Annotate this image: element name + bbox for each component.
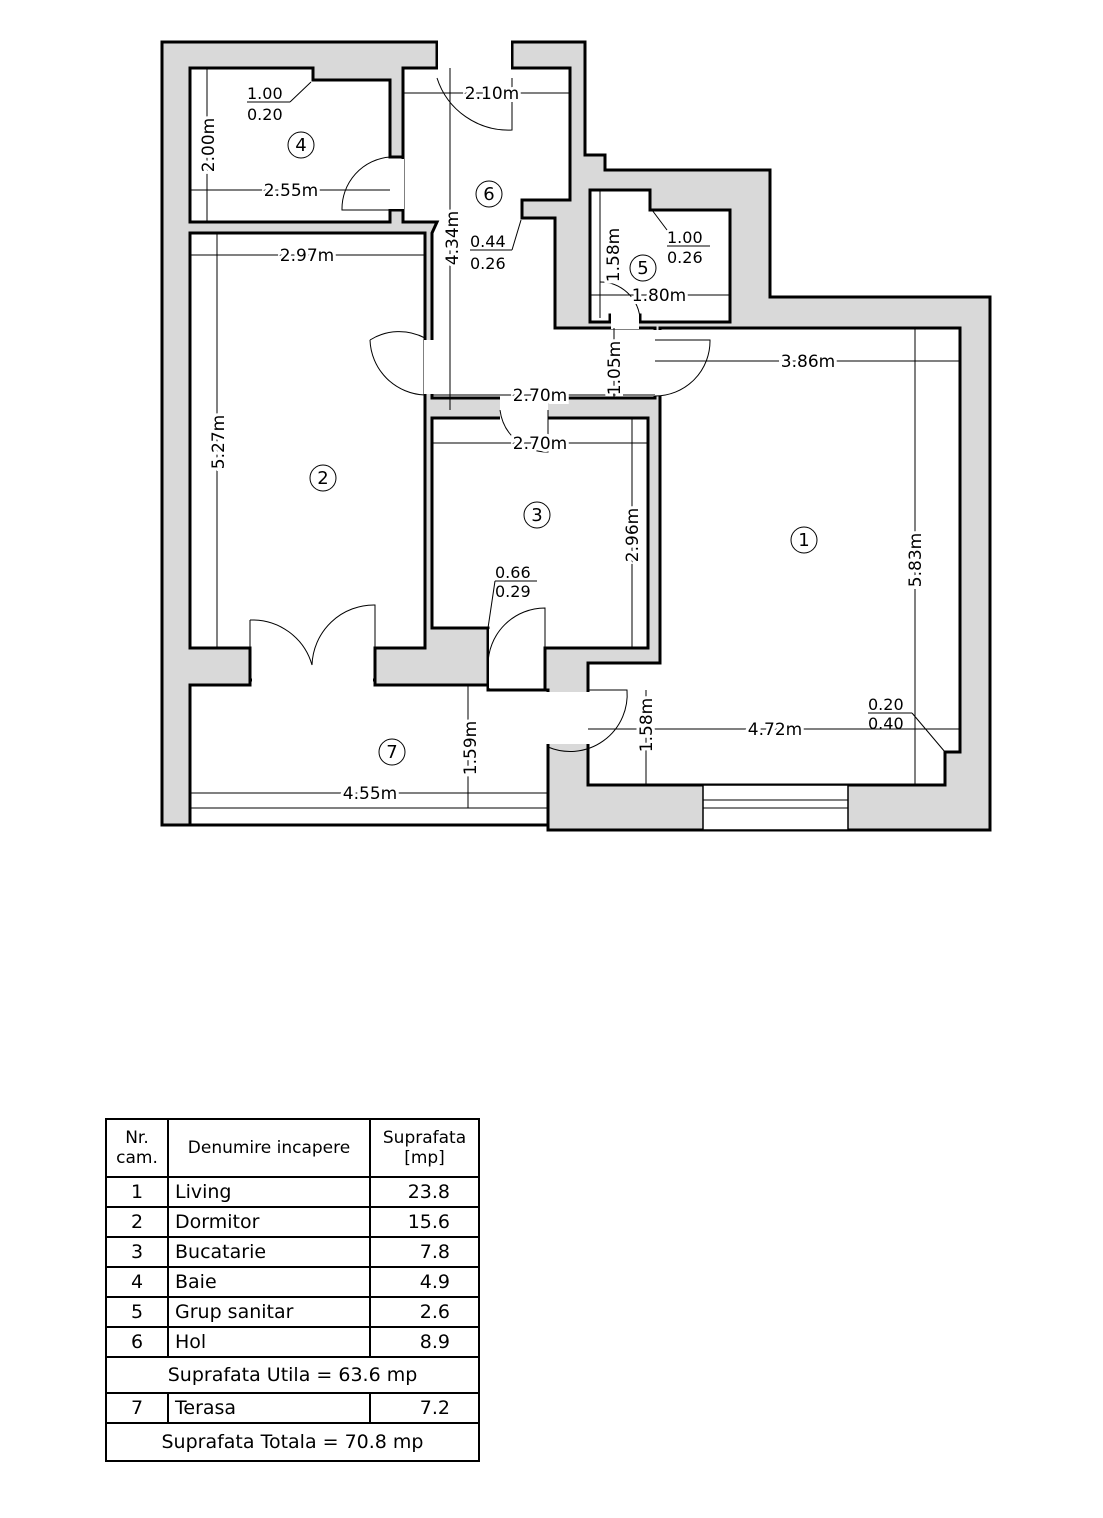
cell-area: 7.8 <box>369 1236 480 1268</box>
door-swings <box>249 77 711 752</box>
svg-text:1.00: 1.00 <box>667 228 703 247</box>
dim-label: 5.27m <box>209 415 229 469</box>
room-number-2: 2 <box>309 464 337 492</box>
niche-label: 0.66 0.29 <box>487 563 537 629</box>
room-number-3: 3 <box>523 501 551 529</box>
room-1-living <box>586 326 962 787</box>
cell-area: 8.9 <box>369 1326 480 1358</box>
room-5-grup-sanitar <box>588 188 732 324</box>
dim-label: 2.10m <box>465 84 519 104</box>
area-table: Nr. cam. Denumire incapere Suprafata [mp… <box>105 1118 480 1462</box>
cell-area: 23.8 <box>369 1176 480 1208</box>
table-header: Nr. cam. Denumire incapere Suprafata [mp… <box>105 1118 480 1178</box>
cell-area: 15.6 <box>369 1206 480 1238</box>
svg-text:0.26: 0.26 <box>470 254 506 273</box>
cell-nr: 4 <box>105 1266 169 1298</box>
svg-text:0.40: 0.40 <box>868 714 904 733</box>
dim-label: 1.05m <box>605 341 625 395</box>
svg-text:0.66: 0.66 <box>495 563 531 582</box>
svg-text:7: 7 <box>386 742 397 763</box>
svg-text:0.26: 0.26 <box>667 248 703 267</box>
cell-name: Baie <box>167 1266 371 1298</box>
useful-area-total: Suprafata Utila = 63.6 mp <box>105 1356 480 1394</box>
cell-name: Living <box>167 1176 371 1208</box>
cell-name: Terasa <box>167 1392 371 1424</box>
dim-label: 1.59m <box>461 721 481 775</box>
dim-label: 3.86m <box>781 352 835 372</box>
col-header-area: Suprafata [mp] <box>369 1118 480 1178</box>
dimension-lines <box>190 68 960 808</box>
cell-nr: 7 <box>105 1392 169 1424</box>
niche-label: 1.00 0.26 <box>651 209 710 267</box>
cell-nr: 5 <box>105 1296 169 1328</box>
cell-area: 2.6 <box>369 1296 480 1328</box>
svg-text:0.20: 0.20 <box>247 105 283 124</box>
grand-total: Suprafata Totala = 70.8 mp <box>105 1422 480 1462</box>
svg-text:0.44: 0.44 <box>470 232 506 251</box>
dim-label: 2.55m <box>264 181 318 201</box>
dim-label: 1.58m <box>604 228 624 282</box>
cell-name: Dormitor <box>167 1206 371 1238</box>
cell-nr: 2 <box>105 1206 169 1238</box>
total-area-row: Suprafata Totala = 70.8 mp <box>105 1422 480 1462</box>
room-number-7: 7 <box>378 738 406 766</box>
cell-area: 4.9 <box>369 1266 480 1298</box>
svg-text:6: 6 <box>483 184 494 205</box>
cell-nr: 1 <box>105 1176 169 1208</box>
niche-label: 0.20 0.40 <box>868 695 946 753</box>
dim-label: 2.70m <box>513 386 567 406</box>
niche-label: 1.00 0.20 <box>247 81 312 124</box>
col-header-name: Denumire incapere <box>167 1118 371 1178</box>
cell-name: Hol <box>167 1326 371 1358</box>
svg-text:3: 3 <box>531 505 542 526</box>
dim-label: 1.58m <box>637 698 657 752</box>
niche-label: 0.44 0.26 <box>470 219 522 273</box>
cell-nr: 6 <box>105 1326 169 1358</box>
room-number-5: 5 <box>629 254 657 282</box>
floor-plan: 2.10m 2.00m 2.55m 4.34m 2.97m 1.58m 1.80… <box>160 40 992 832</box>
dim-label: 2.97m <box>280 246 334 266</box>
svg-text:4: 4 <box>295 135 306 156</box>
cell-nr: 3 <box>105 1236 169 1268</box>
dim-label: 1.80m <box>632 286 686 306</box>
dim-label: 4.55m <box>343 784 397 804</box>
cell-area: 7.2 <box>369 1392 480 1424</box>
svg-text:0.29: 0.29 <box>495 582 531 601</box>
cell-name: Grup sanitar <box>167 1296 371 1328</box>
dim-label: 2.70m <box>513 434 567 454</box>
room-number-1: 1 <box>790 526 818 554</box>
svg-text:5: 5 <box>637 258 648 279</box>
svg-text:0.20: 0.20 <box>868 695 904 714</box>
svg-text:1: 1 <box>798 530 809 551</box>
cell-name: Bucatarie <box>167 1236 371 1268</box>
dim-label: 4.34m <box>443 211 463 265</box>
dim-label: 2.00m <box>199 118 219 172</box>
svg-text:2: 2 <box>317 468 328 489</box>
svg-text:1.00: 1.00 <box>247 84 283 103</box>
col-header-nr: Nr. cam. <box>105 1118 169 1178</box>
dim-label: 2.96m <box>623 508 643 562</box>
room-number-6: 6 <box>475 180 503 208</box>
dim-label: 5.83m <box>906 533 926 587</box>
room-number-4: 4 <box>287 131 315 159</box>
dim-label: 4.72m <box>748 720 802 740</box>
useful-area-row: Suprafata Utila = 63.6 mp <box>105 1356 480 1394</box>
